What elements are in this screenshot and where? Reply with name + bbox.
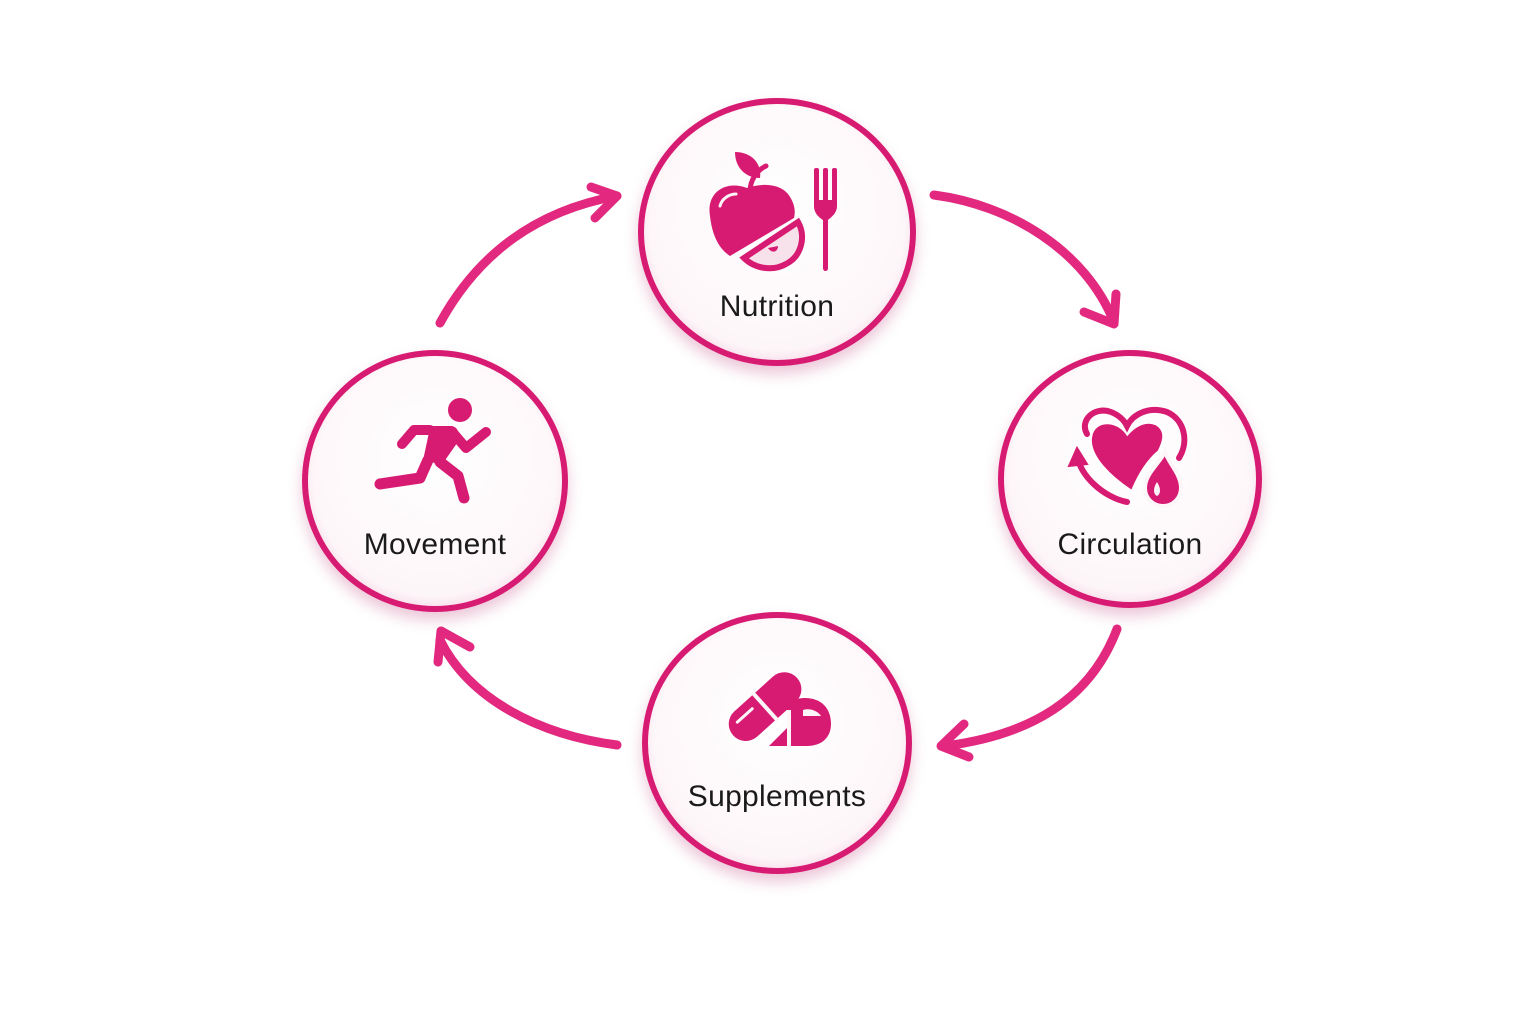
node-label-supplements: Supplements — [687, 780, 867, 813]
node-nutrition: Nutrition — [638, 98, 916, 366]
arrow-nutrition-to-circulation — [929, 190, 1121, 329]
capsule-pills-icon — [728, 672, 831, 748]
arrow-supplements-to-movement — [433, 626, 622, 750]
running-person-icon — [374, 398, 491, 504]
node-label-circulation: Circulation — [1057, 528, 1203, 561]
node-circulation: Circulation — [998, 350, 1262, 608]
arrow-circulation-to-supplements — [936, 624, 1122, 762]
heart-droplet-cycle-icon — [1067, 406, 1188, 509]
node-label-nutrition: Nutrition — [719, 290, 835, 323]
node-supplements: Supplements — [642, 612, 912, 874]
apple-fork-icon — [709, 152, 837, 272]
arrow-movement-to-nutrition — [435, 182, 622, 328]
node-label-movement: Movement — [363, 528, 507, 561]
node-movement: Movement — [302, 350, 568, 612]
